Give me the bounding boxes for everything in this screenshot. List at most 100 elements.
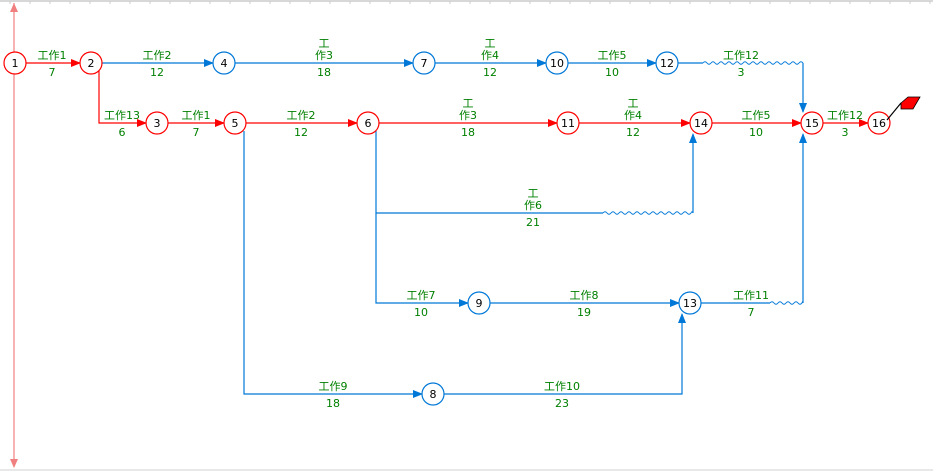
node-8[interactable]: 8 <box>421 382 445 406</box>
node-circle <box>3 51 27 75</box>
node-9[interactable]: 9 <box>467 291 491 315</box>
activity-name: 工作10 <box>544 380 580 393</box>
node-4[interactable]: 4 <box>212 51 236 75</box>
activity-name: 工作7 <box>407 289 436 302</box>
activity-name: 工作13 <box>104 109 140 122</box>
node-6[interactable]: 6 <box>356 111 380 135</box>
activity-duration: 23 <box>555 397 569 410</box>
activity-duration: 7 <box>193 126 200 139</box>
activity-duration: 10 <box>749 126 763 139</box>
node-label: 16 <box>872 117 886 130</box>
activity-line <box>375 213 469 307</box>
axis-arrow-bottom <box>10 459 18 468</box>
node-circle <box>678 291 702 315</box>
activity-duration: 7 <box>748 306 755 319</box>
node-12[interactable]: 12 <box>655 51 679 75</box>
activity-name: 工作5 <box>598 49 627 62</box>
node-circle <box>421 382 445 406</box>
activity-duration: 18 <box>461 126 475 139</box>
node-1[interactable]: 1 <box>3 51 27 75</box>
node-5[interactable]: 5 <box>223 111 247 135</box>
activity-name: 工作3 <box>459 97 477 122</box>
activity-13-15[interactable] <box>701 133 807 305</box>
node-label: 4 <box>221 57 228 70</box>
activity-name: 工作9 <box>319 380 348 393</box>
free-float-wave <box>769 301 804 305</box>
node-label: 11 <box>561 117 575 130</box>
node-14[interactable]: 14 <box>689 111 713 135</box>
node-label: 15 <box>805 117 819 130</box>
activity-duration: 3 <box>842 126 849 139</box>
node-circle <box>467 291 491 315</box>
activity-name: 工作2 <box>143 49 172 62</box>
axis-arrow-top <box>10 3 18 12</box>
activity-8-13[interactable] <box>444 313 686 395</box>
node-15[interactable]: 15 <box>800 111 824 135</box>
activity-name: 工作6 <box>524 187 542 212</box>
activity-name: 工作3 <box>315 37 333 62</box>
activity-duration: 10 <box>414 306 428 319</box>
activity-name: 工作5 <box>742 109 771 122</box>
activity-name: 工作12 <box>723 49 759 62</box>
node-16[interactable]: 16 <box>867 111 891 135</box>
node-circle <box>223 111 247 135</box>
node-label: 5 <box>232 117 239 130</box>
label-layer: 工作17工作212工作318工作412工作510工作123工作136工作17工作… <box>38 37 864 410</box>
node-circle <box>800 111 824 135</box>
activity-name: 工作11 <box>733 289 769 302</box>
node-3[interactable]: 3 <box>145 111 169 135</box>
node-circle <box>356 111 380 135</box>
node-label: 12 <box>660 57 674 70</box>
activity-name: 工作1 <box>38 49 67 62</box>
free-float-wave <box>602 211 694 215</box>
flag-banner <box>900 96 921 110</box>
node-13[interactable]: 13 <box>678 291 702 315</box>
activity-line <box>375 131 603 214</box>
activity-6-9[interactable] <box>375 213 469 307</box>
activity-duration: 12 <box>294 126 308 139</box>
node-label: 2 <box>88 57 95 70</box>
node-label: 6 <box>365 117 372 130</box>
node-label: 13 <box>683 297 697 310</box>
activity-duration: 7 <box>49 66 56 79</box>
node-circle <box>79 51 103 75</box>
edge-layer <box>26 59 869 398</box>
activity-line <box>444 313 686 395</box>
activity-duration: 12 <box>483 66 497 79</box>
activity-duration: 12 <box>626 126 640 139</box>
activity-duration: 18 <box>317 66 331 79</box>
flag-pole <box>886 102 902 121</box>
node-10[interactable]: 10 <box>545 51 569 75</box>
node-label: 8 <box>430 388 437 401</box>
activity-5-8[interactable] <box>243 131 423 398</box>
activity-duration: 18 <box>326 397 340 410</box>
node-circle <box>212 51 236 75</box>
activity-line <box>98 71 147 127</box>
activity-line <box>243 131 423 398</box>
activity-name: 工作2 <box>287 109 316 122</box>
activity-duration: 3 <box>738 66 745 79</box>
node-11[interactable]: 11 <box>556 111 580 135</box>
activity-duration: 10 <box>605 66 619 79</box>
free-float-wave <box>702 61 804 65</box>
node-7[interactable]: 7 <box>412 51 436 75</box>
activity-12-15[interactable] <box>678 61 807 113</box>
node-label: 10 <box>550 57 564 70</box>
end-flag-icon <box>886 96 921 121</box>
node-circle <box>689 111 713 135</box>
flag-layer <box>886 96 921 121</box>
activity-name: 工作1 <box>182 109 211 122</box>
activity-duration: 19 <box>577 306 591 319</box>
activity-duration: 12 <box>150 66 164 79</box>
node-circle <box>556 111 580 135</box>
activity-name: 工作12 <box>827 109 863 122</box>
node-label: 14 <box>694 117 708 130</box>
node-circle <box>867 111 891 135</box>
node-2[interactable]: 2 <box>79 51 103 75</box>
activity-2-3[interactable] <box>98 71 147 127</box>
activity-duration: 6 <box>119 126 126 139</box>
